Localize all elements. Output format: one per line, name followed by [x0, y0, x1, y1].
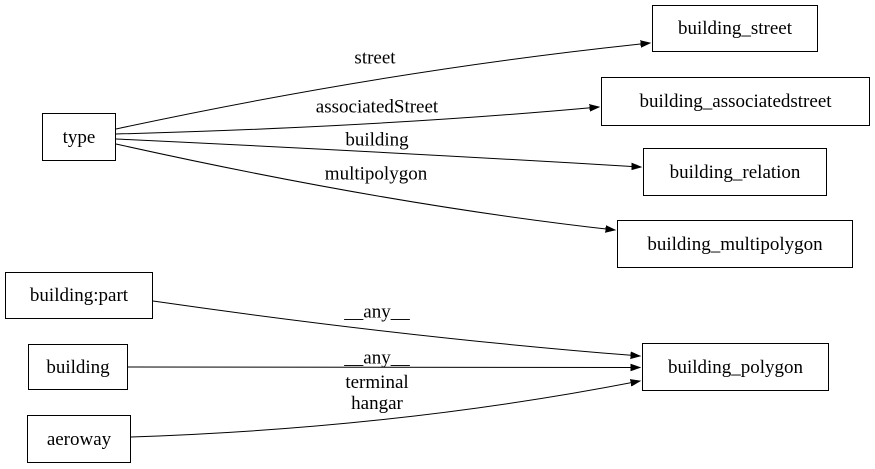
edge-buildingpart-building-polygon	[152, 300, 640, 356]
edge-label-building: building	[345, 129, 409, 151]
node-building: building	[28, 344, 128, 390]
edge-label-any-building: __any__	[344, 347, 410, 369]
node-building-polygon: building_polygon	[642, 343, 829, 391]
edge-type-building-street	[115, 43, 650, 130]
edge-aeroway-building-polygon	[130, 381, 640, 438]
edge-type-building-multipolygon	[115, 143, 615, 230]
edge-label-multipolygon: multipolygon	[324, 163, 428, 185]
edge-label-any-buildingpart: __any__	[344, 301, 410, 323]
node-building-associatedstreet: building_associatedstreet	[601, 77, 870, 126]
edge-building-building-polygon	[127, 367, 640, 368]
edge-label-terminal-hangar: terminal hangar	[345, 372, 409, 414]
edge-label-street: street	[354, 47, 396, 69]
node-building-relation: building_relation	[643, 148, 827, 196]
node-building-multipolygon: building_multipolygon	[617, 220, 853, 268]
edge-type-building-assocstreet	[115, 107, 599, 135]
node-aeroway: aeroway	[27, 415, 131, 463]
node-type: type	[42, 113, 116, 161]
node-building-street: building_street	[652, 5, 818, 52]
node-building-part: building:part	[5, 272, 153, 319]
edge-label-associatedstreet: associatedStreet	[315, 96, 439, 118]
edge-type-building-relation	[115, 138, 641, 167]
